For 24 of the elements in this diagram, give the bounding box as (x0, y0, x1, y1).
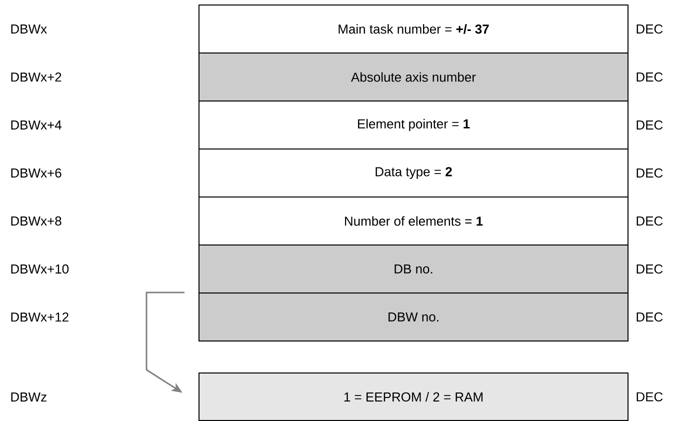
address-label: DBWx+6 (11, 168, 62, 178)
memory-box: Number of elements = 1 (198, 196, 628, 246)
format-label: DEC (636, 312, 663, 322)
address-label: DBWz (11, 392, 46, 402)
memory-box: Element pointer = 1 (198, 100, 628, 150)
format-label: DEC (636, 168, 663, 178)
memory-box: Absolute axis number (198, 52, 628, 102)
memory-box: Data type = 2 (198, 148, 628, 198)
format-label: DEC (636, 216, 663, 226)
address-label: DBWx (11, 24, 47, 34)
format-label: DEC (636, 120, 663, 130)
memory-box: 1 = EEPROM / 2 = RAM (198, 372, 628, 421)
address-label: DBWx+2 (11, 72, 62, 82)
address-label: DBWx+8 (11, 216, 62, 226)
format-label: DEC (636, 264, 663, 274)
memory-box: DB no. (198, 244, 628, 294)
memory-box: Main task number = +/- 37 (198, 4, 628, 54)
address-label: DBWx+12 (11, 312, 68, 322)
format-label: DEC (636, 24, 663, 34)
format-label: DEC (636, 392, 663, 402)
format-label: DEC (636, 72, 663, 82)
memory-box: DBW no. (198, 292, 628, 342)
address-label: DBWx+10 (11, 264, 69, 274)
address-label: DBWx+4 (11, 120, 62, 130)
